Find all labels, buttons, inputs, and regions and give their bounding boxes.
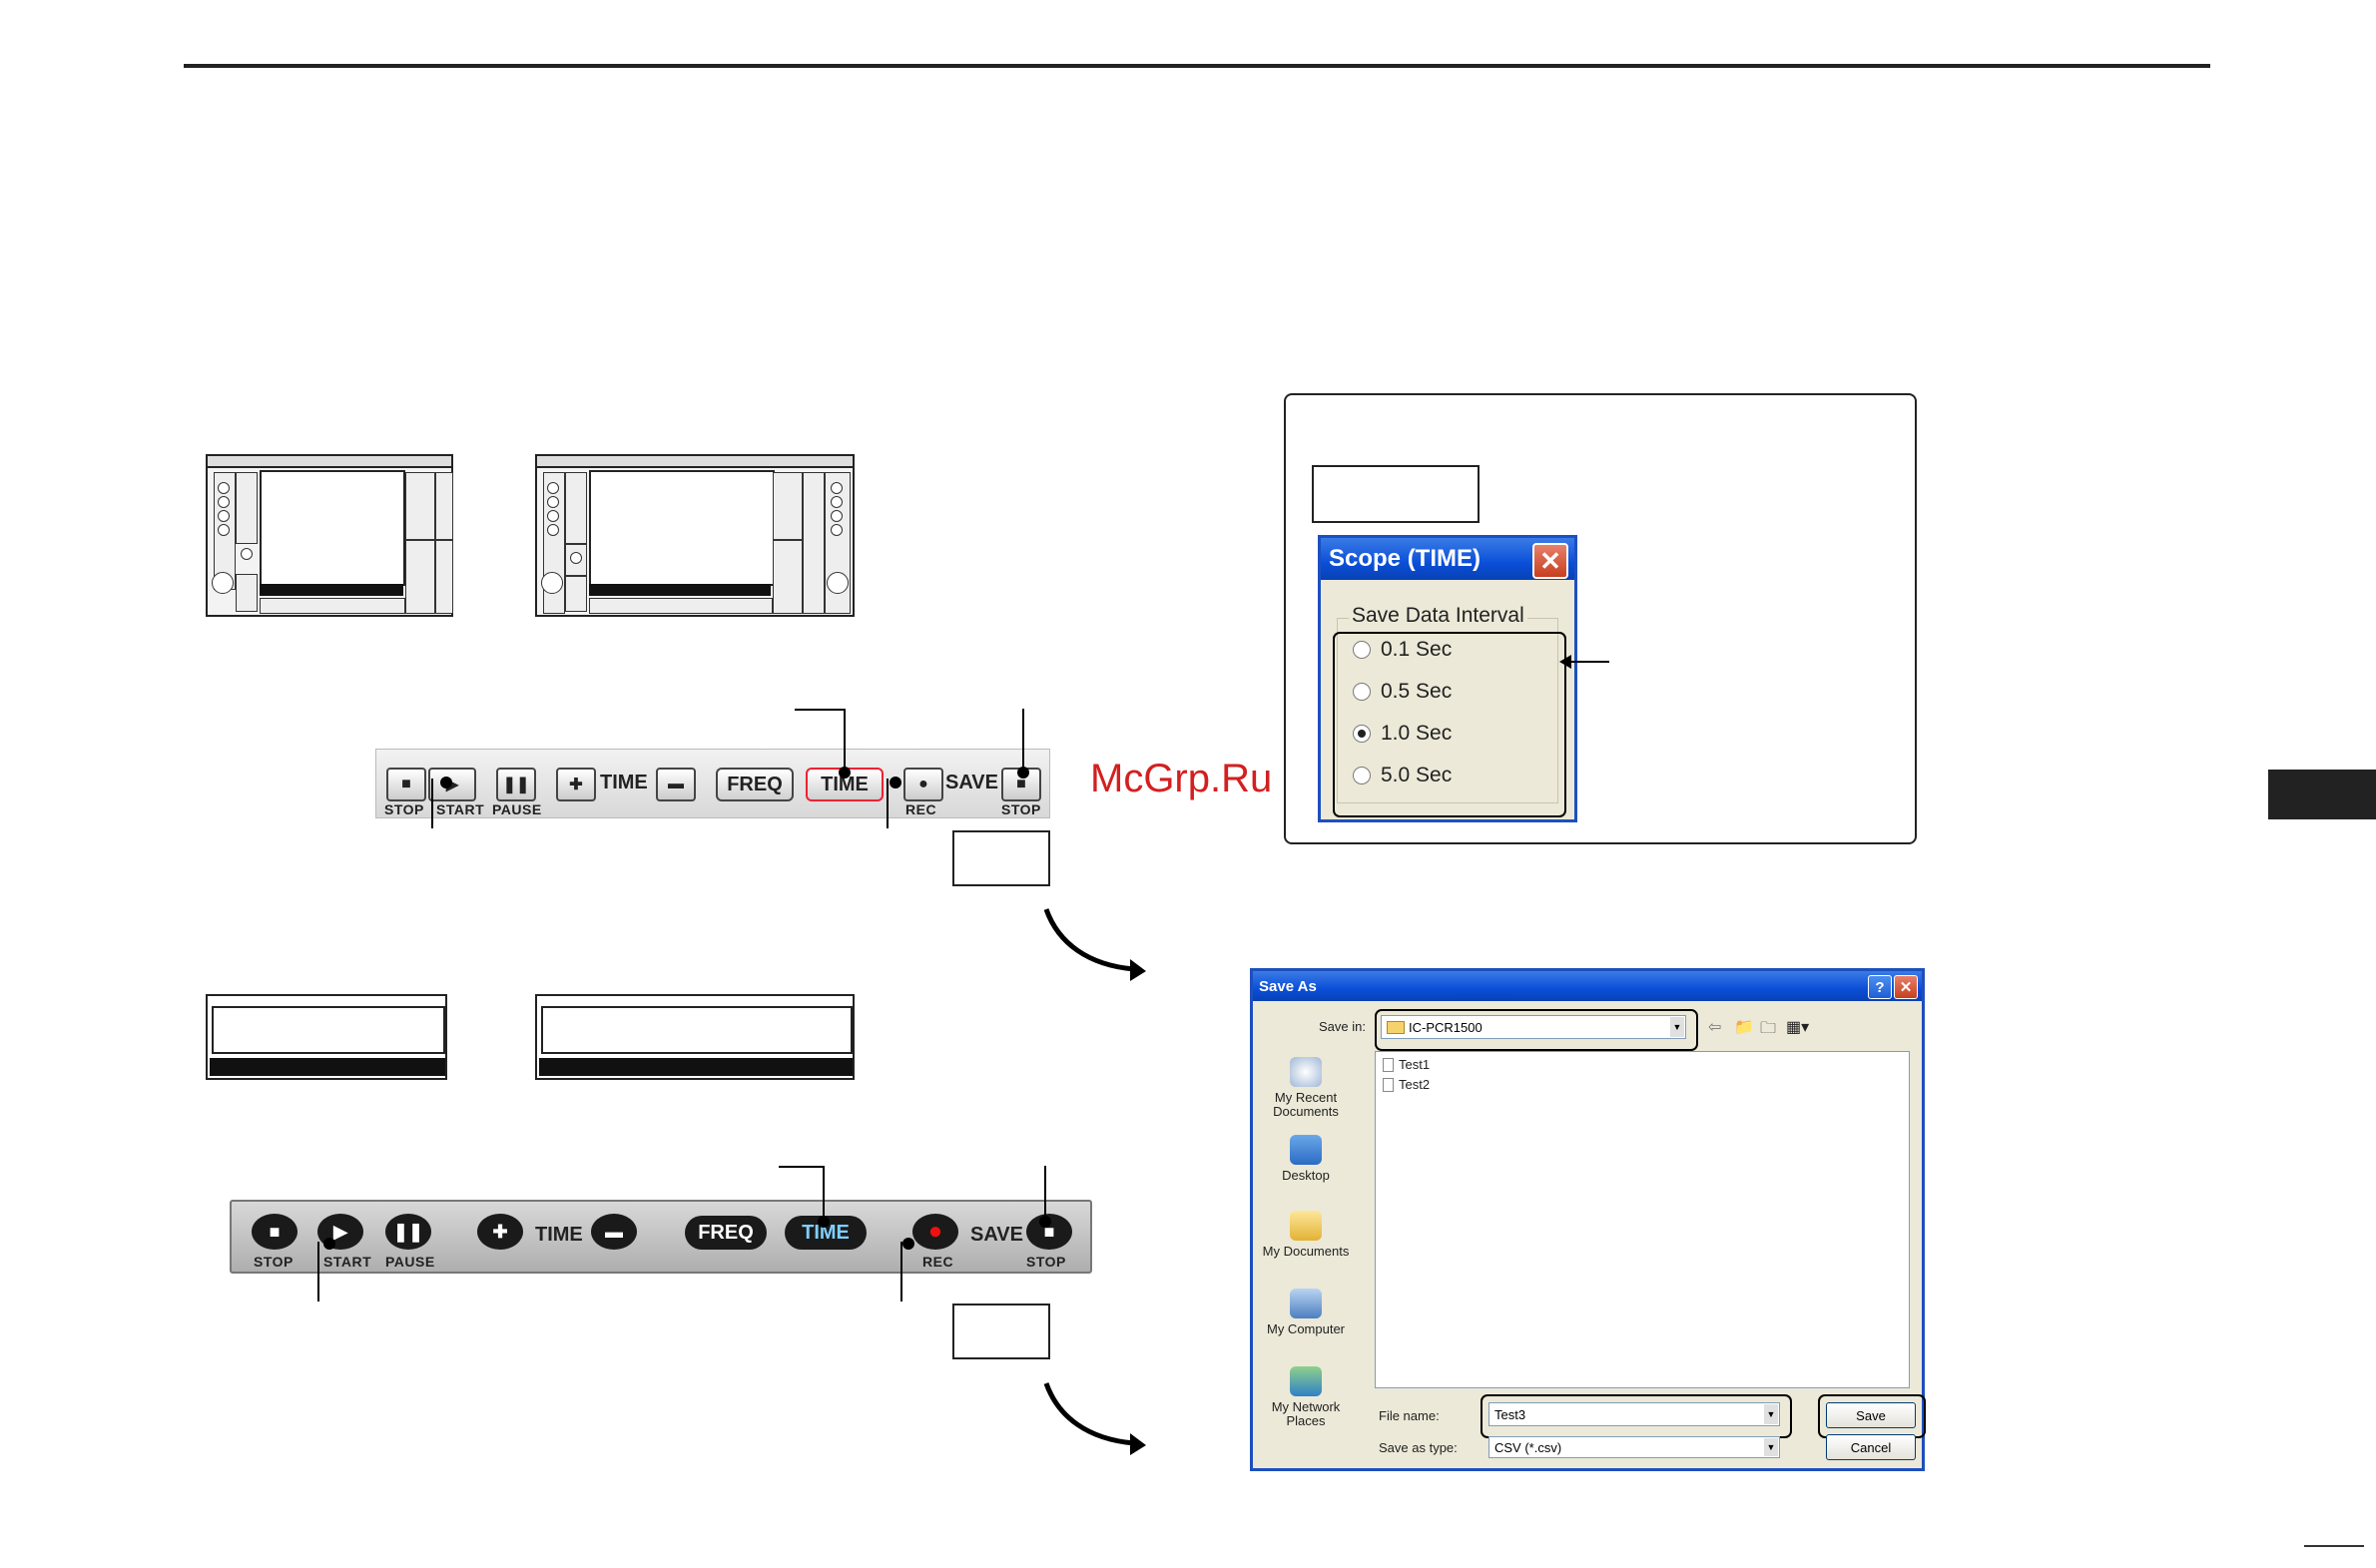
rec-round-button[interactable]: ● xyxy=(912,1214,958,1250)
save-as-dialog: Save As ? ✕ Save in: IC-PCR1500 ▼ ⇦ 📁 🗀 … xyxy=(1250,968,1926,1471)
freq-oval-button[interactable]: FREQ xyxy=(685,1216,767,1250)
file-item[interactable]: Test2 xyxy=(1383,1077,1430,1092)
save-as-title: Save As xyxy=(1253,971,1922,1001)
section-tab-marker xyxy=(2268,770,2376,819)
stop2-label-2: STOP xyxy=(1026,1254,1066,1270)
radio-5-0-sec[interactable]: 5.0 Sec xyxy=(1353,764,1452,787)
radio-1-0-sec[interactable]: 1.0 Sec xyxy=(1353,722,1452,746)
view-menu-icon[interactable]: ▦▾ xyxy=(1786,1019,1810,1036)
time-label-2: TIME xyxy=(535,1224,583,1246)
save-in-label: Save in: xyxy=(1319,1019,1366,1034)
stop-label-2: STOP xyxy=(254,1254,294,1270)
file-name-input[interactable]: Test3▼ xyxy=(1488,1402,1780,1426)
file-list xyxy=(1375,1051,1910,1388)
folder-icon xyxy=(1387,1020,1405,1034)
place-recent[interactable]: My Recent Documents xyxy=(1261,1057,1351,1119)
time-minus-round-button[interactable]: ▬ xyxy=(591,1214,637,1250)
scope-time-dialog: Scope (TIME) ✕ Save Data Interval 0.1 Se… xyxy=(1318,535,1577,822)
save-label: SAVE xyxy=(945,772,998,793)
chevron-down-icon[interactable]: ▼ xyxy=(1670,1017,1684,1037)
info-box xyxy=(1284,393,1917,844)
save-in-select[interactable]: IC-PCR1500 ▼ xyxy=(1381,1015,1686,1039)
watermark: McGrp.Ru xyxy=(1090,757,1273,800)
back-icon[interactable]: ⇦ xyxy=(1708,1019,1722,1036)
radio-0-5-sec[interactable]: 0.5 Sec xyxy=(1353,680,1452,704)
save-type-label: Save as type: xyxy=(1379,1440,1458,1455)
chevron-down-icon[interactable]: ▼ xyxy=(1764,1404,1778,1424)
rec-label: REC xyxy=(905,801,937,817)
file-item[interactable]: Test1 xyxy=(1383,1057,1430,1072)
save-label-2: SAVE xyxy=(970,1224,1023,1246)
file-icon xyxy=(1383,1077,1394,1092)
place-my-documents[interactable]: My Documents xyxy=(1261,1211,1351,1259)
stop-label: STOP xyxy=(384,801,424,817)
place-network[interactable]: My Network Places xyxy=(1261,1366,1351,1428)
help-icon[interactable]: ? xyxy=(1868,975,1892,999)
time-plus-round-button[interactable]: ✚ xyxy=(477,1214,523,1250)
blank-label-box xyxy=(952,830,1050,886)
save-type-select[interactable]: CSV (*.csv)▼ xyxy=(1488,1436,1780,1458)
top-rule xyxy=(184,64,2210,68)
save-stop-button[interactable]: ■ xyxy=(1001,768,1041,801)
stop2-label: STOP xyxy=(1001,801,1041,817)
start-button[interactable]: ▶ xyxy=(428,768,476,801)
scope-toolbar-classic: ■ ▶ ❚❚ STOP START PAUSE ✚ TIME ▬ FREQ TI… xyxy=(375,749,1050,818)
blank-caption-box xyxy=(1312,465,1480,523)
radio-0-1-sec[interactable]: 0.1 Sec xyxy=(1353,638,1452,662)
file-name-label: File name: xyxy=(1379,1408,1440,1423)
cancel-button[interactable]: Cancel xyxy=(1826,1434,1916,1460)
display-strip-wide xyxy=(535,994,855,1080)
blank-label-box-2 xyxy=(952,1304,1050,1359)
pause-label: PAUSE xyxy=(492,801,542,817)
time-plus-button[interactable]: ✚ xyxy=(556,768,596,801)
dialog-title: Scope (TIME) xyxy=(1321,538,1574,580)
receiver-panel-wide xyxy=(535,454,855,617)
receiver-panel-small xyxy=(206,454,453,617)
time-minus-button[interactable]: ▬ xyxy=(656,768,696,801)
rec-label-2: REC xyxy=(922,1254,954,1270)
page-footer-mark xyxy=(2304,1545,2364,1547)
new-folder-icon[interactable]: 🗀 xyxy=(1760,1020,1777,1037)
start-label: START xyxy=(436,801,485,817)
close-icon[interactable]: ✕ xyxy=(1532,543,1568,579)
rec-button[interactable]: ● xyxy=(903,768,943,801)
place-desktop[interactable]: Desktop xyxy=(1261,1135,1351,1183)
freq-button[interactable]: FREQ xyxy=(716,768,794,801)
stop-round-button[interactable]: ■ xyxy=(252,1214,297,1250)
close-icon[interactable]: ✕ xyxy=(1894,975,1918,999)
display-strip-small xyxy=(206,994,447,1080)
scope-toolbar-modern: ■ ▶ ❚❚ STOP START PAUSE ✚ TIME ▬ FREQ TI… xyxy=(230,1200,1092,1274)
chevron-down-icon[interactable]: ▼ xyxy=(1764,1438,1778,1456)
file-icon xyxy=(1383,1057,1394,1072)
curved-arrow-icon xyxy=(1043,908,1146,981)
pause-round-button[interactable]: ❚❚ xyxy=(385,1214,431,1250)
stop-button[interactable]: ■ xyxy=(386,768,426,801)
curved-arrow-icon-2 xyxy=(1043,1382,1146,1455)
up-folder-icon[interactable]: 📁 xyxy=(1734,1019,1754,1036)
start-label-2: START xyxy=(323,1254,372,1270)
place-my-computer[interactable]: My Computer xyxy=(1261,1289,1351,1336)
save-button[interactable]: Save xyxy=(1826,1402,1916,1428)
pause-button[interactable]: ❚❚ xyxy=(496,768,536,801)
time-label: TIME xyxy=(600,772,648,793)
group-label: Save Data Interval xyxy=(1349,604,1527,628)
pause-label-2: PAUSE xyxy=(385,1254,435,1270)
